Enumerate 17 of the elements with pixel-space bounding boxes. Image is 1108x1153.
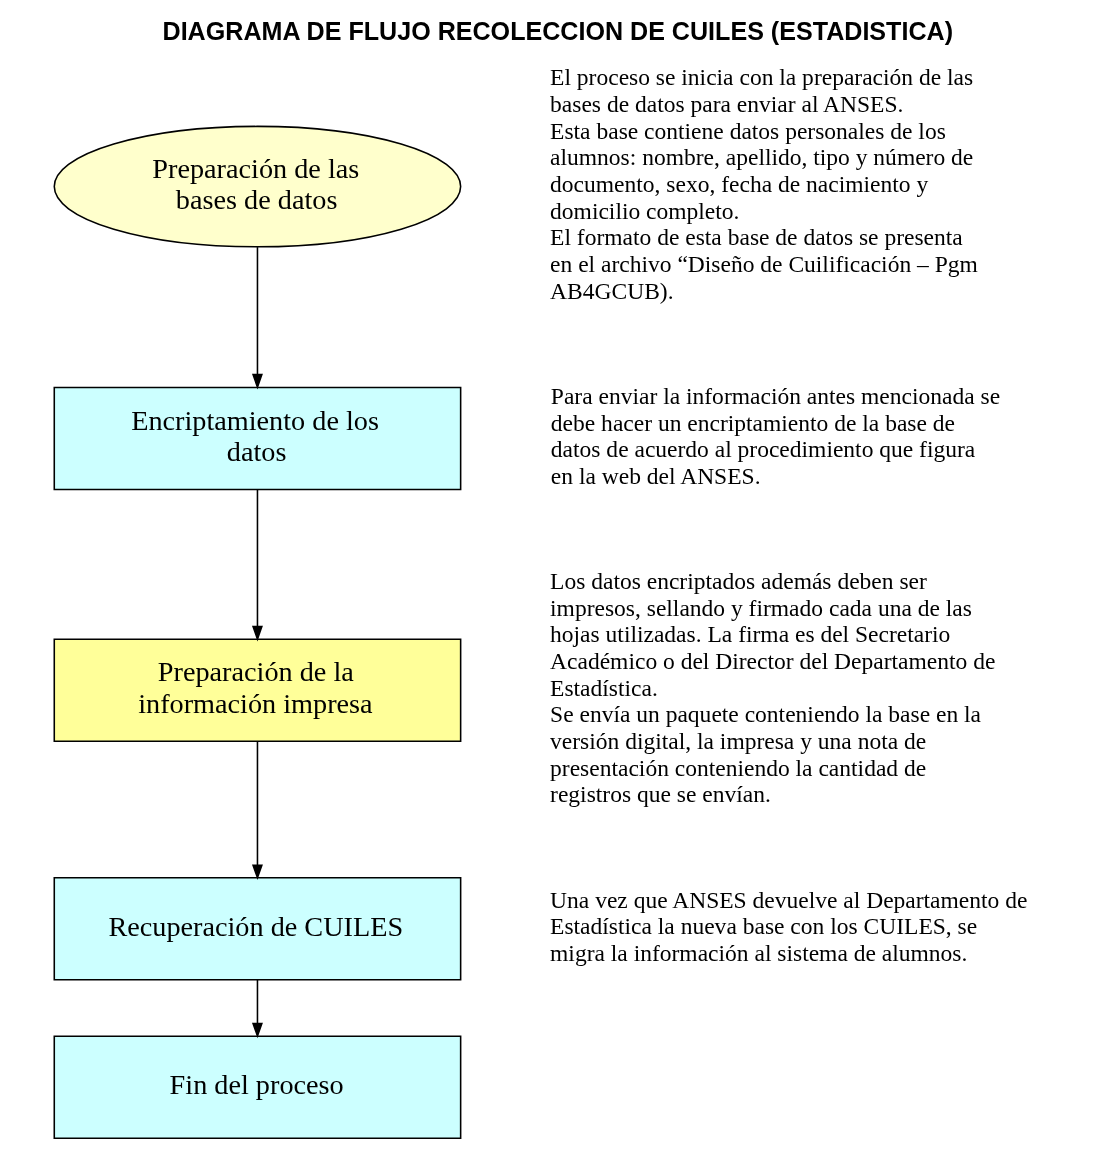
node-ellipse: Preparación de las bases de datos [53,125,462,248]
node-label: Se envía un paquete conteniendo la base en la versión digital, la impresa y una nota de presentación conteniendo la cantidad de registros que se envían. [550,701,982,808]
node-box: Preparación de la información impresa [53,638,462,743]
node-label: El proceso se inicia con la preparación de las bases de datos para enviar al ANSES. [550,64,974,118]
arrow [251,979,263,1039]
diagram-title: DIAGRAMA DE FLUJO RECOLECCION DE CUILES (ESTADISTICA) [162,16,954,45]
node-label: Esta base contiene datos personales de los alumnos: nombre, apellido, tipo y número de documento, sexo, fecha de nacimiento y domicilio completo. [550,117,974,224]
node-label: Una vez que ANSES devuelve al Departamento de Estadística la nueva base con los CUILES, se migra la información al sistema de alumnos. [550,886,1028,966]
node-box: Fin del proceso [53,1035,462,1139]
node-box: Recuperación de CUILES [53,876,462,981]
arrow [251,488,263,642]
arrow [251,246,263,390]
node-label: Los datos encriptados además deben ser impresos, sellando y firmado cada una de las hojas utilizadas. La firma es del Secretario Académico o del Director del Departamento de Estadística. [550,568,996,701]
node-label: El formato de esta base de datos se presenta en el archivo “Diseño de Cuilificación – Pgm AB4GCUB). [550,224,978,304]
node-box: Encriptamiento de los datos [53,386,462,491]
arrow [251,740,263,881]
node-label: Para enviar la información antes mencionada se debe hacer un encriptamiento de la base de datos de acuerdo al procedimiento que figura en la web del ANSES. [550,382,1001,489]
